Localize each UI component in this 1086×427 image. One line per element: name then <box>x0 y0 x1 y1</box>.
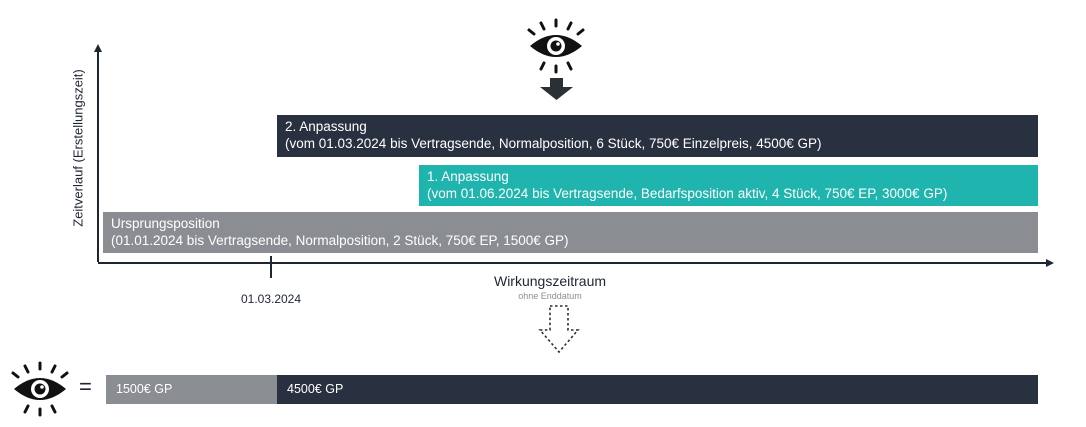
y-axis-label: Zeitverlauf (Erstellungszeit) <box>70 69 86 227</box>
bar-origin-title: Ursprungsposition <box>111 216 220 231</box>
dotted-arrow-down-icon <box>538 305 580 354</box>
eye-icon <box>11 361 69 417</box>
bar-first-detail: (vom 01.06.2024 bis Vertragsende, Bedarf… <box>427 186 948 201</box>
bar-first-adjustment: 1. Anpassung (vom 01.06.2024 bis Vertrag… <box>419 165 1038 206</box>
bar-origin-detail: (01.01.2024 bis Vertragsende, Normalposi… <box>111 233 569 248</box>
eye-icon <box>527 18 585 74</box>
result-segment-second: 4500€ GP <box>277 375 1038 404</box>
bar-second-detail: (vom 01.03.2024 bis Vertragsende, Normal… <box>285 136 822 151</box>
x-axis-tick-label: 01.03.2024 <box>240 292 302 306</box>
x-axis-arrowhead <box>1046 259 1054 267</box>
x-axis-label: Wirkungszeitraum <box>493 273 607 289</box>
bar-origin-position: Ursprungsposition (01.01.2024 bis Vertra… <box>103 212 1038 253</box>
arrow-down-icon <box>540 78 573 100</box>
x-axis-sublabel: ohne Enddatum <box>518 291 582 301</box>
result-segment-origin: 1500€ GP <box>106 375 277 404</box>
bar-second-title: 2. Anpassung <box>285 119 367 134</box>
bar-first-title: 1. Anpassung <box>427 169 509 184</box>
y-axis-arrowhead <box>94 44 102 52</box>
equals-sign: = <box>79 374 92 399</box>
bar-second-adjustment: 2. Anpassung (vom 01.03.2024 bis Vertrag… <box>277 115 1038 157</box>
